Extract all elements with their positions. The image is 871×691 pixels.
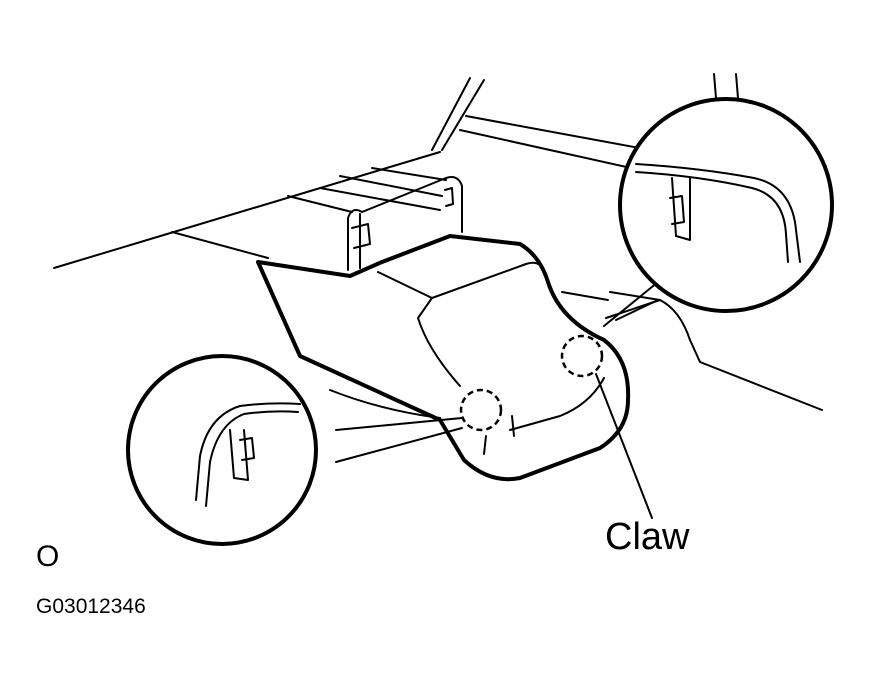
detail-view-left (126, 354, 463, 546)
claw-callout-label: Claw (605, 516, 690, 558)
claw-location-left (459, 388, 503, 432)
detail-view-right (603, 97, 834, 327)
trim-cover (256, 234, 631, 482)
view-marker: O (36, 540, 60, 573)
claw-leader-line (595, 373, 653, 519)
claw-location-right (560, 334, 604, 378)
mounting-bracket (347, 176, 463, 271)
vehicle-body-lines (53, 73, 823, 411)
figure-code: G03012346 (36, 595, 146, 618)
